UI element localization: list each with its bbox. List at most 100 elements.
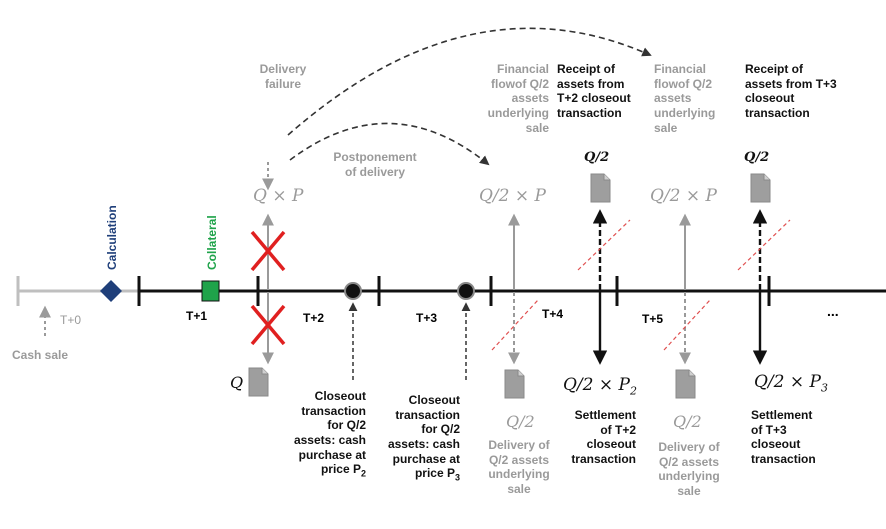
label-t5: T+5 bbox=[642, 312, 664, 326]
financial-flow-line: assets bbox=[511, 91, 549, 106]
closeout-label-2: Closeout transaction for Q/2 assets: cas… bbox=[376, 393, 460, 483]
financial-flow-line: Financial bbox=[654, 62, 707, 76]
label-t3: T+3 bbox=[416, 311, 438, 325]
financial-flow-line: flowof Q/2 bbox=[491, 76, 549, 91]
closeout-line: transaction bbox=[395, 407, 460, 422]
closeout-price: price P bbox=[320, 462, 361, 477]
closeout-circle-1 bbox=[344, 282, 362, 300]
closeout-price-sub: 2 bbox=[360, 468, 366, 479]
document-icon bbox=[504, 369, 525, 399]
closeout-price: price P bbox=[414, 466, 455, 481]
label-t2: T+2 bbox=[303, 311, 325, 325]
delivery-line: underlying bbox=[658, 469, 720, 484]
slash-1 bbox=[491, 299, 539, 351]
delivery-label-2: Delivery of Q/2 assets underlying sale bbox=[648, 440, 730, 499]
closeout-label-1: Closeout transaction for Q/2 assets: cas… bbox=[270, 389, 366, 479]
delivery-line: underlying bbox=[488, 467, 550, 482]
closeout-line: assets: cash bbox=[387, 436, 460, 451]
delivery-failure-label: Delivery failure bbox=[240, 62, 326, 91]
fail-cross-bottom bbox=[250, 304, 286, 346]
financial-flow-label-2: Financial flowof Q/2 assets underlying s… bbox=[654, 62, 715, 135]
closeout-line: Closeout bbox=[408, 393, 460, 407]
settlement-line: Settlement bbox=[574, 408, 636, 422]
settlement-line: closeout bbox=[586, 437, 636, 452]
receipt-label-2: Receipt of assets from T+3 closeout tran… bbox=[745, 62, 837, 121]
slash-2 bbox=[577, 219, 631, 271]
half-qp3-label: Q/2 × P3 bbox=[754, 372, 828, 395]
financial-flow-line: underlying bbox=[654, 105, 716, 120]
document-icon bbox=[675, 369, 696, 399]
slash-4 bbox=[737, 219, 791, 271]
financial-flow-line: sale bbox=[654, 120, 678, 135]
collateral-label: Collateral bbox=[205, 215, 219, 270]
label-t1: T+1 bbox=[186, 309, 208, 323]
q2-top-label-1: Q/2 bbox=[584, 150, 610, 165]
financial-flow-line: underlying bbox=[487, 105, 549, 120]
document-icon bbox=[750, 173, 771, 203]
settlement-line: of T+3 bbox=[751, 422, 787, 437]
postponement-arrow-long bbox=[287, 27, 652, 136]
qp-label: Q × P bbox=[253, 186, 304, 206]
delivery-label-1: Delivery of Q/2 assets underlying sale bbox=[478, 438, 560, 497]
financial-flow-line: assets bbox=[654, 91, 692, 106]
settlement-line: Settlement bbox=[751, 408, 813, 422]
half-qp3-text: Q/2 × P bbox=[754, 372, 821, 392]
closeout-line: for Q/2 bbox=[327, 418, 366, 433]
half-qp2-sub: 2 bbox=[629, 384, 637, 398]
receipt-line: transaction bbox=[745, 105, 810, 120]
half-qp-label-1: Q/2 × P bbox=[479, 186, 546, 206]
q-label: Q bbox=[230, 373, 244, 392]
delivery-line: sale bbox=[507, 481, 531, 496]
settlement-line: transaction bbox=[571, 451, 636, 466]
closeout-line: purchase at bbox=[392, 451, 460, 466]
delivery-line: sale bbox=[677, 483, 701, 498]
receipt-line: Receipt of bbox=[557, 62, 616, 76]
closeout-circle-2 bbox=[457, 282, 475, 300]
delivery-line: Delivery of bbox=[488, 438, 550, 452]
receipt-line: T+2 closeout bbox=[557, 91, 631, 106]
receipt-line: transaction bbox=[557, 105, 622, 120]
delivery-line: Q/2 assets bbox=[658, 454, 720, 469]
closeout-line: price P2 bbox=[270, 462, 366, 479]
calculation-diamond bbox=[100, 280, 122, 302]
closeout-line: for Q/2 bbox=[421, 422, 460, 437]
postponement-label: Postponement of delivery bbox=[320, 150, 430, 179]
receipt-label-1: Receipt of assets from T+2 closeout tran… bbox=[557, 62, 631, 121]
settlement-label-2: Settlement of T+3 closeout transaction bbox=[751, 408, 816, 467]
cash-sale-label: Cash sale bbox=[12, 348, 69, 362]
document-icon bbox=[590, 173, 611, 203]
financial-flow-line: Financial bbox=[496, 62, 549, 76]
closeout-line: price P3 bbox=[376, 466, 460, 483]
calculation-label: Calculation bbox=[105, 205, 119, 270]
financial-flow-label-1: Financial flowof Q/2 assets underlying s… bbox=[470, 62, 549, 135]
financial-flow-line: sale bbox=[525, 120, 549, 135]
q2-bottom-label-2: Q/2 bbox=[673, 412, 702, 431]
collateral-square bbox=[201, 280, 220, 302]
receipt-line: assets from T+3 bbox=[745, 76, 837, 91]
delivery-failure-line: Delivery bbox=[259, 62, 307, 76]
delivery-failure-line: failure bbox=[264, 76, 301, 91]
settlement-label-1: Settlement of T+2 closeout transaction bbox=[550, 408, 636, 467]
label-ellipsis: ... bbox=[827, 303, 839, 319]
half-qp2-text: Q/2 × P bbox=[563, 375, 630, 395]
half-qp2-label: Q/2 × P2 bbox=[563, 375, 637, 398]
half-qp3-sub: 3 bbox=[820, 381, 828, 395]
half-qp-label-2: Q/2 × P bbox=[650, 186, 717, 206]
label-t0: T+0 bbox=[60, 313, 82, 327]
settlement-line: transaction bbox=[751, 451, 816, 466]
settlement-line: closeout bbox=[751, 437, 801, 452]
closeout-line: purchase at bbox=[298, 447, 366, 462]
closeout-line: Closeout bbox=[314, 389, 366, 403]
closeout-line: transaction bbox=[301, 403, 366, 418]
slash-3 bbox=[663, 299, 711, 351]
receipt-line: assets from bbox=[557, 76, 625, 91]
postponement-line: Postponement bbox=[333, 150, 417, 164]
financial-flow-line: flowof Q/2 bbox=[654, 76, 712, 91]
delivery-line: Q/2 assets bbox=[488, 452, 550, 467]
t5-label-box bbox=[628, 308, 682, 332]
q2-bottom-label-1: Q/2 bbox=[506, 412, 535, 431]
closeout-price-sub: 3 bbox=[454, 472, 460, 483]
postponement-line: of delivery bbox=[344, 164, 406, 179]
